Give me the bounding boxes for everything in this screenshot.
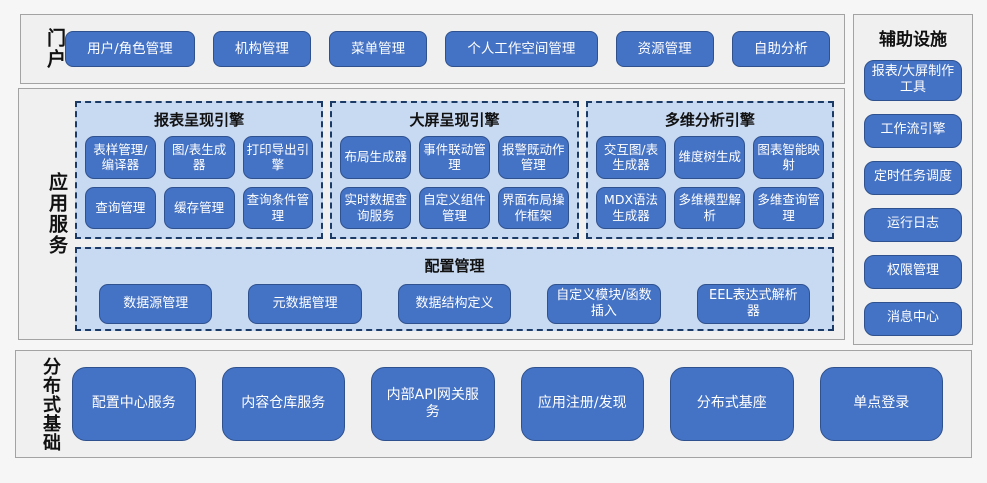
portal-item-user-role-management: 用户/角色管理 <box>65 31 195 67</box>
module-event-linkage-management: 事件联动管理 <box>419 136 490 179</box>
report-engine-items: 表样管理/编译器 图/表生成器 打印导出引擎 查询管理 缓存管理 查询条件管理 <box>85 136 314 229</box>
auxiliary-section: 辅助设施 报表/大屏制作工具 工作流引擎 定时任务调度 运行日志 权限管理 消息… <box>853 14 973 345</box>
app-services-section: 应用服务 报表呈现引擎 表样管理/编译器 图/表生成器 打印导出引擎 查询管理 … <box>18 88 845 340</box>
module-smart-chart-mapping: 图表智能映射 <box>753 136 824 179</box>
module-chart-table-generator: 图/表生成器 <box>163 136 235 179</box>
module-realtime-data-query: 实时数据查询服务 <box>340 186 412 229</box>
auxiliary-item-workflow-engine: 工作流引擎 <box>864 113 962 148</box>
module-alarm-action-management: 报警既动作管理 <box>497 136 569 179</box>
auxiliary-item-report-bigscreen-tool: 报表/大屏制作工具 <box>864 60 962 101</box>
module-mdx-syntax-generator: MDX语法生成器 <box>595 186 667 229</box>
module-query-condition-management: 查询条件管理 <box>242 186 314 229</box>
config-management-title: 配置管理 <box>424 257 485 275</box>
auxiliary-item-message-center: 消息中心 <box>864 301 962 336</box>
portal-section-label: 门户 <box>44 28 66 70</box>
module-print-export-engine: 打印导出引擎 <box>242 136 314 179</box>
service-app-registration-discovery: 应用注册/发现 <box>520 367 644 441</box>
config-management-items: 数据源管理 元数据管理 数据结构定义 自定义模块/函数插入 EEL表达式解析器 <box>85 282 824 324</box>
olap-engine-items: 交互图/表生成器 维度树生成 图表智能映射 MDX语法生成器 多维模型解析 多维… <box>595 136 824 229</box>
foundation-section: 分布式基础 配置中心服务 内容仓库服务 内部API网关服务 应用注册/发现 分布… <box>15 350 972 458</box>
report-engine-panel: 报表呈现引擎 表样管理/编译器 图/表生成器 打印导出引擎 查询管理 缓存管理 … <box>75 101 324 239</box>
module-multidim-query-management: 多维查询管理 <box>753 186 824 229</box>
portal-items: 用户/角色管理 机构管理 菜单管理 个人工作空间管理 资源管理 自助分析 <box>65 31 830 67</box>
bigscreen-engine-items: 布局生成器 事件联动管理 报警既动作管理 实时数据查询服务 自定义组件管理 界面… <box>340 136 569 229</box>
engine-panels: 报表呈现引擎 表样管理/编译器 图/表生成器 打印导出引擎 查询管理 缓存管理 … <box>75 101 834 239</box>
auxiliary-item-permission-management: 权限管理 <box>864 254 962 289</box>
olap-engine-panel: 多维分析引擎 交互图/表生成器 维度树生成 图表智能映射 MDX语法生成器 多维… <box>585 101 834 239</box>
portal-section: 门户 用户/角色管理 机构管理 菜单管理 个人工作空间管理 资源管理 自助分析 <box>20 14 845 84</box>
olap-engine-title: 多维分析引擎 <box>664 111 755 129</box>
service-distributed-base: 分布式基座 <box>670 367 794 441</box>
foundation-section-label: 分布式基础 <box>40 356 61 452</box>
report-engine-title: 报表呈现引擎 <box>154 111 245 129</box>
portal-item-resource-management: 资源管理 <box>615 31 714 67</box>
auxiliary-item-task-scheduler: 定时任务调度 <box>864 160 962 195</box>
foundation-items: 配置中心服务 内容仓库服务 内部API网关服务 应用注册/发现 分布式基座 单点… <box>60 367 971 441</box>
module-custom-component-management: 自定义组件管理 <box>419 186 490 229</box>
module-multidim-model-parser: 多维模型解析 <box>674 186 746 229</box>
portal-item-menu-management: 菜单管理 <box>329 31 428 67</box>
module-eel-expression-parser: EEL表达式解析器 <box>696 284 811 324</box>
module-metadata-management: 元数据管理 <box>248 284 362 324</box>
app-services-content: 报表呈现引擎 表样管理/编译器 图/表生成器 打印导出引擎 查询管理 缓存管理 … <box>67 89 844 339</box>
module-datasource-management: 数据源管理 <box>99 284 213 324</box>
module-ui-layout-framework: 界面布局操作框架 <box>497 186 569 229</box>
service-internal-api-gateway: 内部API网关服务 <box>371 367 495 441</box>
auxiliary-section-title: 辅助设施 <box>879 30 947 50</box>
module-cache-management: 缓存管理 <box>163 186 235 229</box>
module-template-compiler: 表样管理/编译器 <box>85 136 156 179</box>
auxiliary-items: 报表/大屏制作工具 工作流引擎 定时任务调度 运行日志 权限管理 消息中心 <box>854 52 972 344</box>
auxiliary-item-run-log: 运行日志 <box>864 207 962 242</box>
portal-item-workspace-management: 个人工作空间管理 <box>445 31 598 67</box>
module-data-structure-definition: 数据结构定义 <box>397 284 512 324</box>
module-dimension-tree-generator: 维度树生成 <box>674 136 746 179</box>
module-layout-generator: 布局生成器 <box>340 136 412 179</box>
service-single-sign-on: 单点登录 <box>819 367 943 441</box>
bigscreen-engine-panel: 大屏呈现引擎 布局生成器 事件联动管理 报警既动作管理 实时数据查询服务 自定义… <box>330 101 579 239</box>
portal-item-self-service-analysis: 自助分析 <box>731 31 830 67</box>
module-custom-module-function-insert: 自定义模块/函数插入 <box>547 284 661 324</box>
app-services-section-label: 应用服务 <box>46 172 68 256</box>
module-query-management: 查询管理 <box>85 186 156 229</box>
service-config-center: 配置中心服务 <box>72 367 196 441</box>
module-interactive-chart-generator: 交互图/表生成器 <box>595 136 667 179</box>
config-management-panel: 配置管理 数据源管理 元数据管理 数据结构定义 自定义模块/函数插入 EEL表达… <box>75 247 834 331</box>
bigscreen-engine-title: 大屏呈现引擎 <box>409 111 500 129</box>
service-content-repository: 内容仓库服务 <box>221 367 345 441</box>
portal-item-org-management: 机构管理 <box>212 31 312 67</box>
